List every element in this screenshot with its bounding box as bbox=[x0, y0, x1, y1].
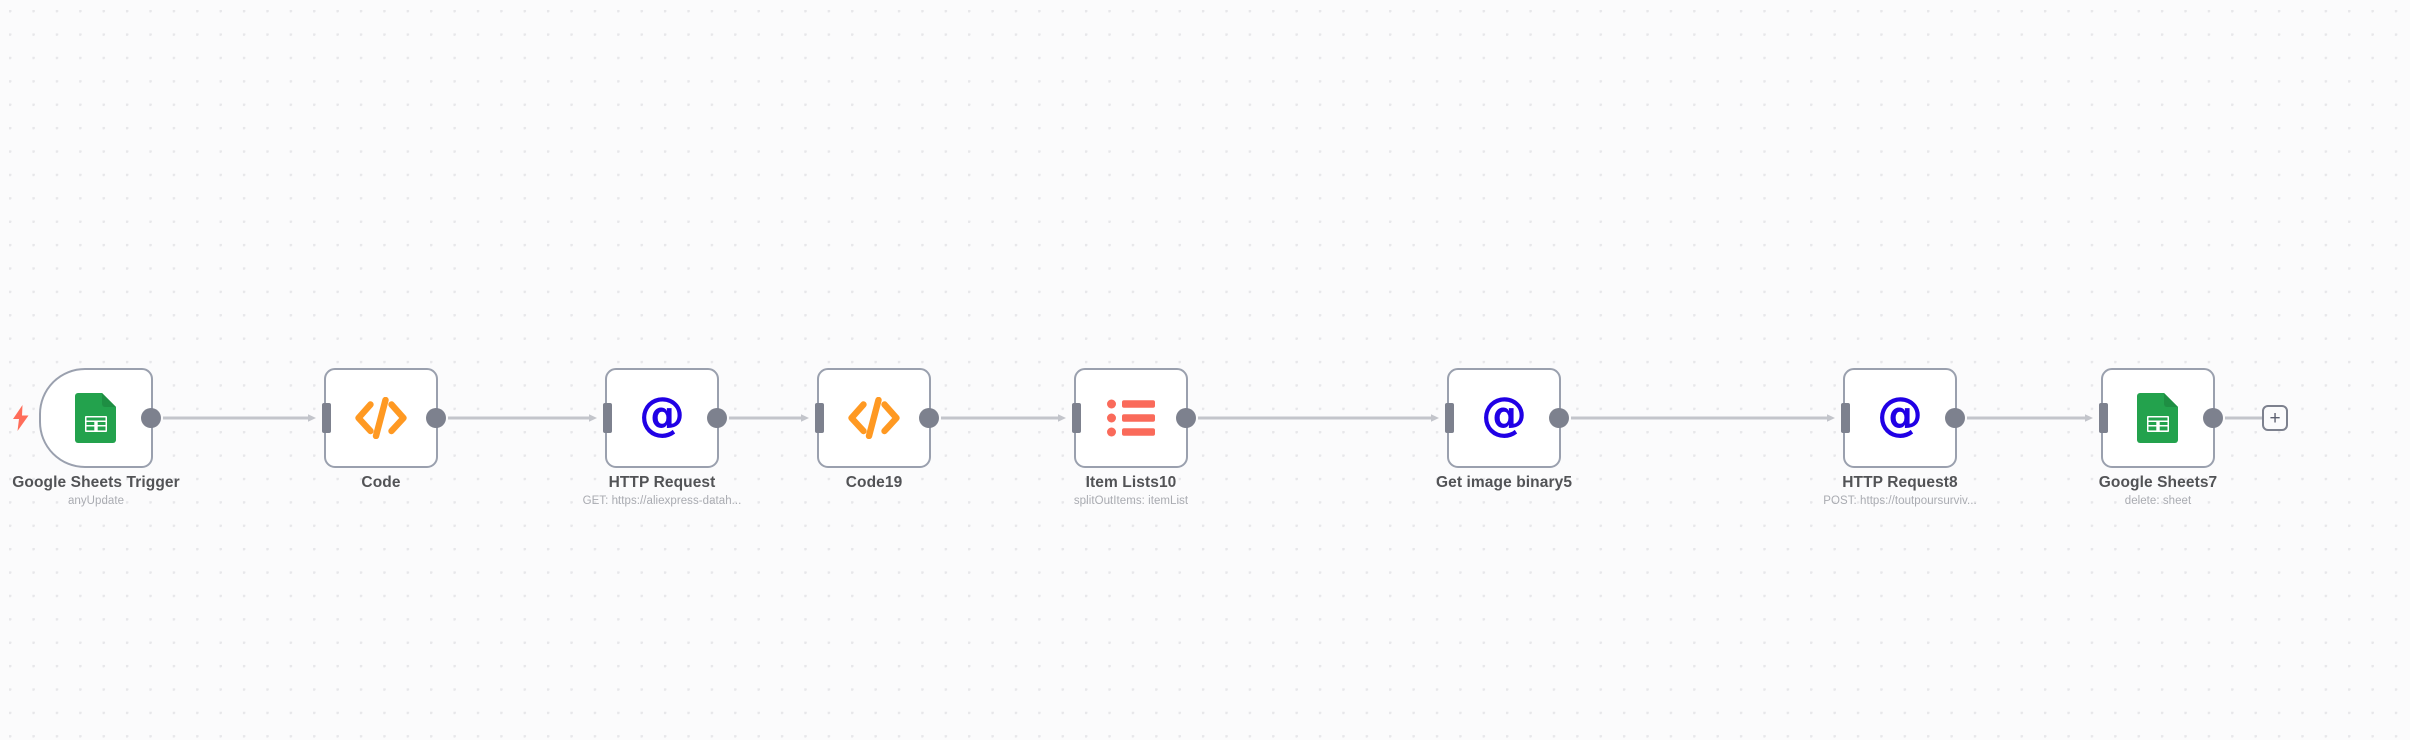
node-label: Code19 bbox=[845, 474, 903, 491]
google-sheets-icon bbox=[75, 392, 117, 444]
node-input-endpoint[interactable] bbox=[321, 403, 331, 433]
bulleted-list-icon bbox=[1107, 399, 1155, 437]
node-http-request8[interactable]: @ bbox=[1840, 368, 1965, 468]
node-output-endpoint[interactable] bbox=[1176, 408, 1196, 428]
node-label: Item Lists10 bbox=[1085, 474, 1177, 491]
node-item-lists10[interactable] bbox=[1071, 368, 1196, 468]
at-sign-icon: @ bbox=[1877, 387, 1923, 441]
node-code[interactable] bbox=[321, 368, 446, 468]
svg-text:@: @ bbox=[1877, 394, 1923, 441]
node-label: Code bbox=[361, 474, 401, 491]
node-input-endpoint[interactable] bbox=[1444, 403, 1454, 433]
at-sign-icon: @ bbox=[1481, 387, 1527, 441]
node-subtitle: anyUpdate bbox=[67, 495, 125, 507]
bulleted-list-icon bbox=[1107, 399, 1155, 437]
node-input-endpoint[interactable] bbox=[1071, 403, 1081, 433]
at-sign-icon: @ bbox=[1876, 387, 1924, 442]
node-google-sheets-trigger[interactable] bbox=[13, 368, 161, 468]
svg-text:@: @ bbox=[1481, 394, 1527, 441]
node-output-endpoint[interactable] bbox=[707, 408, 727, 428]
code-icon bbox=[847, 396, 901, 440]
node-subtitle: GET: https://aliexpress-datah... bbox=[582, 495, 742, 507]
code-icon bbox=[848, 396, 900, 440]
node-input-endpoint[interactable] bbox=[602, 403, 612, 433]
node-output-endpoint[interactable] bbox=[1945, 408, 1965, 428]
google-sheets-icon bbox=[2137, 393, 2178, 443]
node-google-sheets7[interactable] bbox=[2098, 368, 2223, 468]
svg-text:@: @ bbox=[639, 394, 685, 441]
node-subtitle: delete: sheet bbox=[2124, 495, 2192, 507]
google-sheets-icon bbox=[2137, 392, 2179, 444]
at-sign-icon: @ bbox=[639, 387, 685, 441]
node-output-endpoint[interactable] bbox=[1549, 408, 1569, 428]
node-output-endpoint[interactable] bbox=[426, 408, 446, 428]
at-sign-icon: @ bbox=[1480, 387, 1528, 442]
lightning-bolt-icon bbox=[13, 405, 29, 431]
node-label: HTTP Request8 bbox=[1842, 474, 1958, 491]
node-label: HTTP Request bbox=[608, 474, 716, 491]
node-label: Get image binary5 bbox=[1435, 474, 1573, 491]
at-sign-icon: @ bbox=[638, 387, 686, 442]
node-http-request[interactable]: @ bbox=[602, 368, 727, 468]
google-sheets-icon bbox=[75, 393, 116, 443]
lightning-bolt-icon bbox=[13, 405, 29, 431]
node-input-endpoint[interactable] bbox=[2098, 403, 2108, 433]
node-code19[interactable] bbox=[814, 368, 939, 468]
plus-icon: + bbox=[2269, 407, 2281, 429]
node-output-endpoint[interactable] bbox=[2203, 408, 2223, 428]
add-node-button[interactable]: + bbox=[2262, 405, 2288, 431]
node-output-endpoint[interactable] bbox=[141, 408, 161, 428]
node-output-endpoint[interactable] bbox=[919, 408, 939, 428]
node-subtitle: splitOutItems: itemList bbox=[1073, 495, 1189, 507]
node-subtitle: POST: https://toutpoursurviv... bbox=[1823, 495, 1977, 507]
code-icon bbox=[355, 396, 407, 440]
node-label: Google Sheets7 bbox=[2098, 474, 2218, 491]
node-get-image-binary5[interactable]: @ bbox=[1444, 368, 1569, 468]
node-label: Google Sheets Trigger bbox=[12, 474, 180, 491]
node-input-endpoint[interactable] bbox=[1840, 403, 1850, 433]
code-icon bbox=[354, 396, 408, 440]
node-input-endpoint[interactable] bbox=[814, 403, 824, 433]
